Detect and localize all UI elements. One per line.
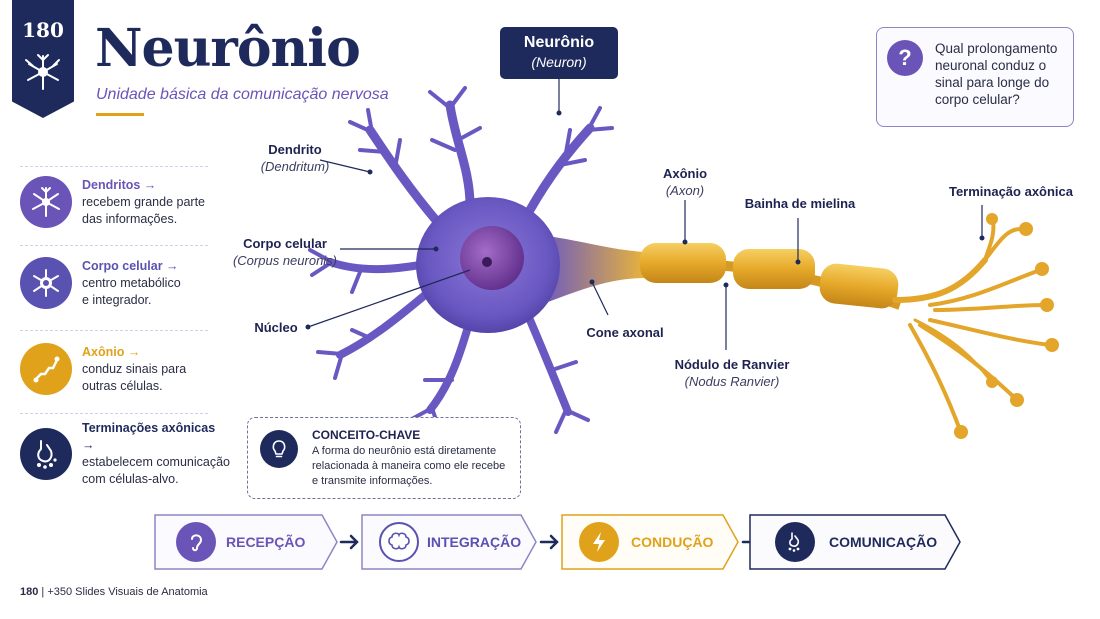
question-icon: ? — [887, 40, 923, 76]
list-item-axonio: Axônio → conduz sinais para outras célul… — [20, 331, 210, 407]
label-dendrito: Dendrito (Dendritum) — [240, 141, 350, 175]
label-axonio: Axônio (Axon) — [645, 165, 725, 199]
flow-step-comunicacao: COMUNICAÇÃO — [749, 514, 961, 570]
neuron-badge-icon — [25, 54, 60, 90]
dendrite-icon — [20, 176, 72, 228]
label-latin: (Dendritum) — [260, 159, 330, 174]
list-text-line: outras células. — [82, 378, 163, 393]
flow-label: COMUNICAÇÃO — [829, 534, 938, 550]
terminal-boutons — [954, 213, 1059, 439]
label-name: Terminação axônica — [948, 184, 1074, 199]
footer-separator: | — [41, 586, 48, 598]
label-terminacao-axonica: Terminação axônica — [942, 183, 1080, 200]
flow-step-recepcao: RECEPÇÃO — [154, 514, 338, 570]
concept-line: e transmite informações. — [312, 475, 433, 487]
flow-label: CONDUÇÃO — [631, 534, 714, 550]
ear-icon — [176, 522, 216, 562]
label-corpo-celular: Corpo celular (Corpus neuronis) — [230, 235, 340, 269]
label-cone-axonal: Cone axonal — [578, 324, 672, 341]
label-name: Nódulo de Ranvier — [674, 357, 790, 372]
concept-line: relacionada à maneira como ele recebe — [312, 460, 506, 472]
page-subtitle: Unidade básica da comunicação nervosa — [96, 86, 389, 103]
flow-arrow-icon — [339, 534, 359, 550]
list-item-corpo-celular: Corpo celular → centro metabólico e inte… — [20, 245, 210, 321]
list-title: Axônio → — [82, 344, 141, 359]
footer-text: +350 Slides Visuais de Anatomia — [47, 586, 208, 598]
flow-step-conducao: CONDUÇÃO — [561, 514, 739, 570]
list-divider — [20, 330, 208, 331]
concept-text: A forma do neurônio está diretamente rel… — [312, 444, 512, 489]
label-name: Núcleo — [254, 320, 298, 335]
question-box: ? Qual prolongamento neuronal conduz o s… — [876, 27, 1074, 127]
list-item-terminacoes: Terminações axônicas → estabelecem comun… — [20, 416, 230, 492]
flow-arrow-icon — [539, 534, 559, 550]
neuron-title-box: Neurônio (Neuron) — [500, 27, 618, 79]
list-title: Corpo celular → — [82, 258, 179, 273]
axon-hillock — [540, 235, 645, 305]
label-latin: (Corpus neuronis) — [232, 253, 338, 268]
label-nodulo-ranvier: Nódulo de Ranvier (Nodus Ranvier) — [670, 356, 794, 390]
myelin-sheath — [640, 243, 899, 309]
list-divider — [20, 245, 208, 246]
footer-number: 180 — [20, 586, 39, 598]
label-bainha-mielina: Bainha de mielina — [738, 195, 862, 212]
axon-icon — [20, 343, 72, 395]
footer: 180 | +350 Slides Visuais de Anatomia — [20, 586, 208, 598]
list-text-line: conduz sinais para — [82, 361, 187, 376]
list-divider — [20, 166, 208, 167]
lightbulb-icon — [260, 430, 298, 468]
neuron-name: Neurônio — [523, 34, 595, 51]
concept-title: CONCEITO-CHAVE — [312, 428, 421, 442]
label-name: Dendrito — [268, 142, 322, 157]
synapse-icon — [775, 522, 815, 562]
label-latin: (Nodus Ranvier) — [684, 374, 780, 389]
neuron-latin: (Neuron) — [531, 54, 587, 70]
list-text-line: com células-alvo. — [82, 472, 179, 486]
slide-number: 180 — [22, 18, 64, 42]
question-text: Qual prolongamento neuronal conduz o sin… — [935, 41, 1058, 107]
label-name: Corpo celular — [243, 236, 327, 251]
dendrites — [308, 86, 614, 434]
list-text-line: das informações. — [82, 211, 178, 226]
title-underline — [96, 113, 144, 116]
label-nucleo: Núcleo — [248, 319, 304, 336]
nucleolus — [482, 257, 492, 267]
page-title: Neurônio — [95, 18, 361, 79]
cell-body-icon — [20, 257, 72, 309]
concept-line: A forma do neurônio está diretamente — [312, 445, 497, 457]
flow-label: INTEGRAÇÃO — [427, 534, 522, 550]
list-text-line: estabelecem comunicação — [82, 455, 230, 469]
nucleus — [460, 226, 524, 290]
label-name: Bainha de mielina — [744, 196, 856, 211]
list-divider — [20, 413, 208, 414]
flow-step-integracao: INTEGRAÇÃO — [361, 514, 537, 570]
lightning-icon — [579, 522, 619, 562]
list-title: Dendritos → — [82, 177, 157, 192]
list-text-line: e integrador. — [82, 292, 152, 307]
label-name: Axônio — [662, 166, 708, 181]
list-text-line: recebem grande parte — [82, 194, 205, 209]
list-text-line: centro metabólico — [82, 275, 181, 290]
label-latin: (Axon) — [665, 183, 705, 198]
slide-badge: 180 — [12, 0, 74, 118]
axon-terminals — [892, 218, 1052, 432]
flow-label: RECEPÇÃO — [226, 534, 306, 550]
brain-icon — [379, 522, 419, 562]
label-name: Cone axonal — [586, 325, 664, 340]
list-title: Terminações axônicas → — [82, 421, 216, 452]
list-item-dendritos: Dendritos → recebem grande parte das inf… — [20, 164, 210, 240]
concept-box: CONCEITO-CHAVE A forma do neurônio está … — [247, 417, 521, 499]
synapse-icon — [20, 428, 72, 480]
